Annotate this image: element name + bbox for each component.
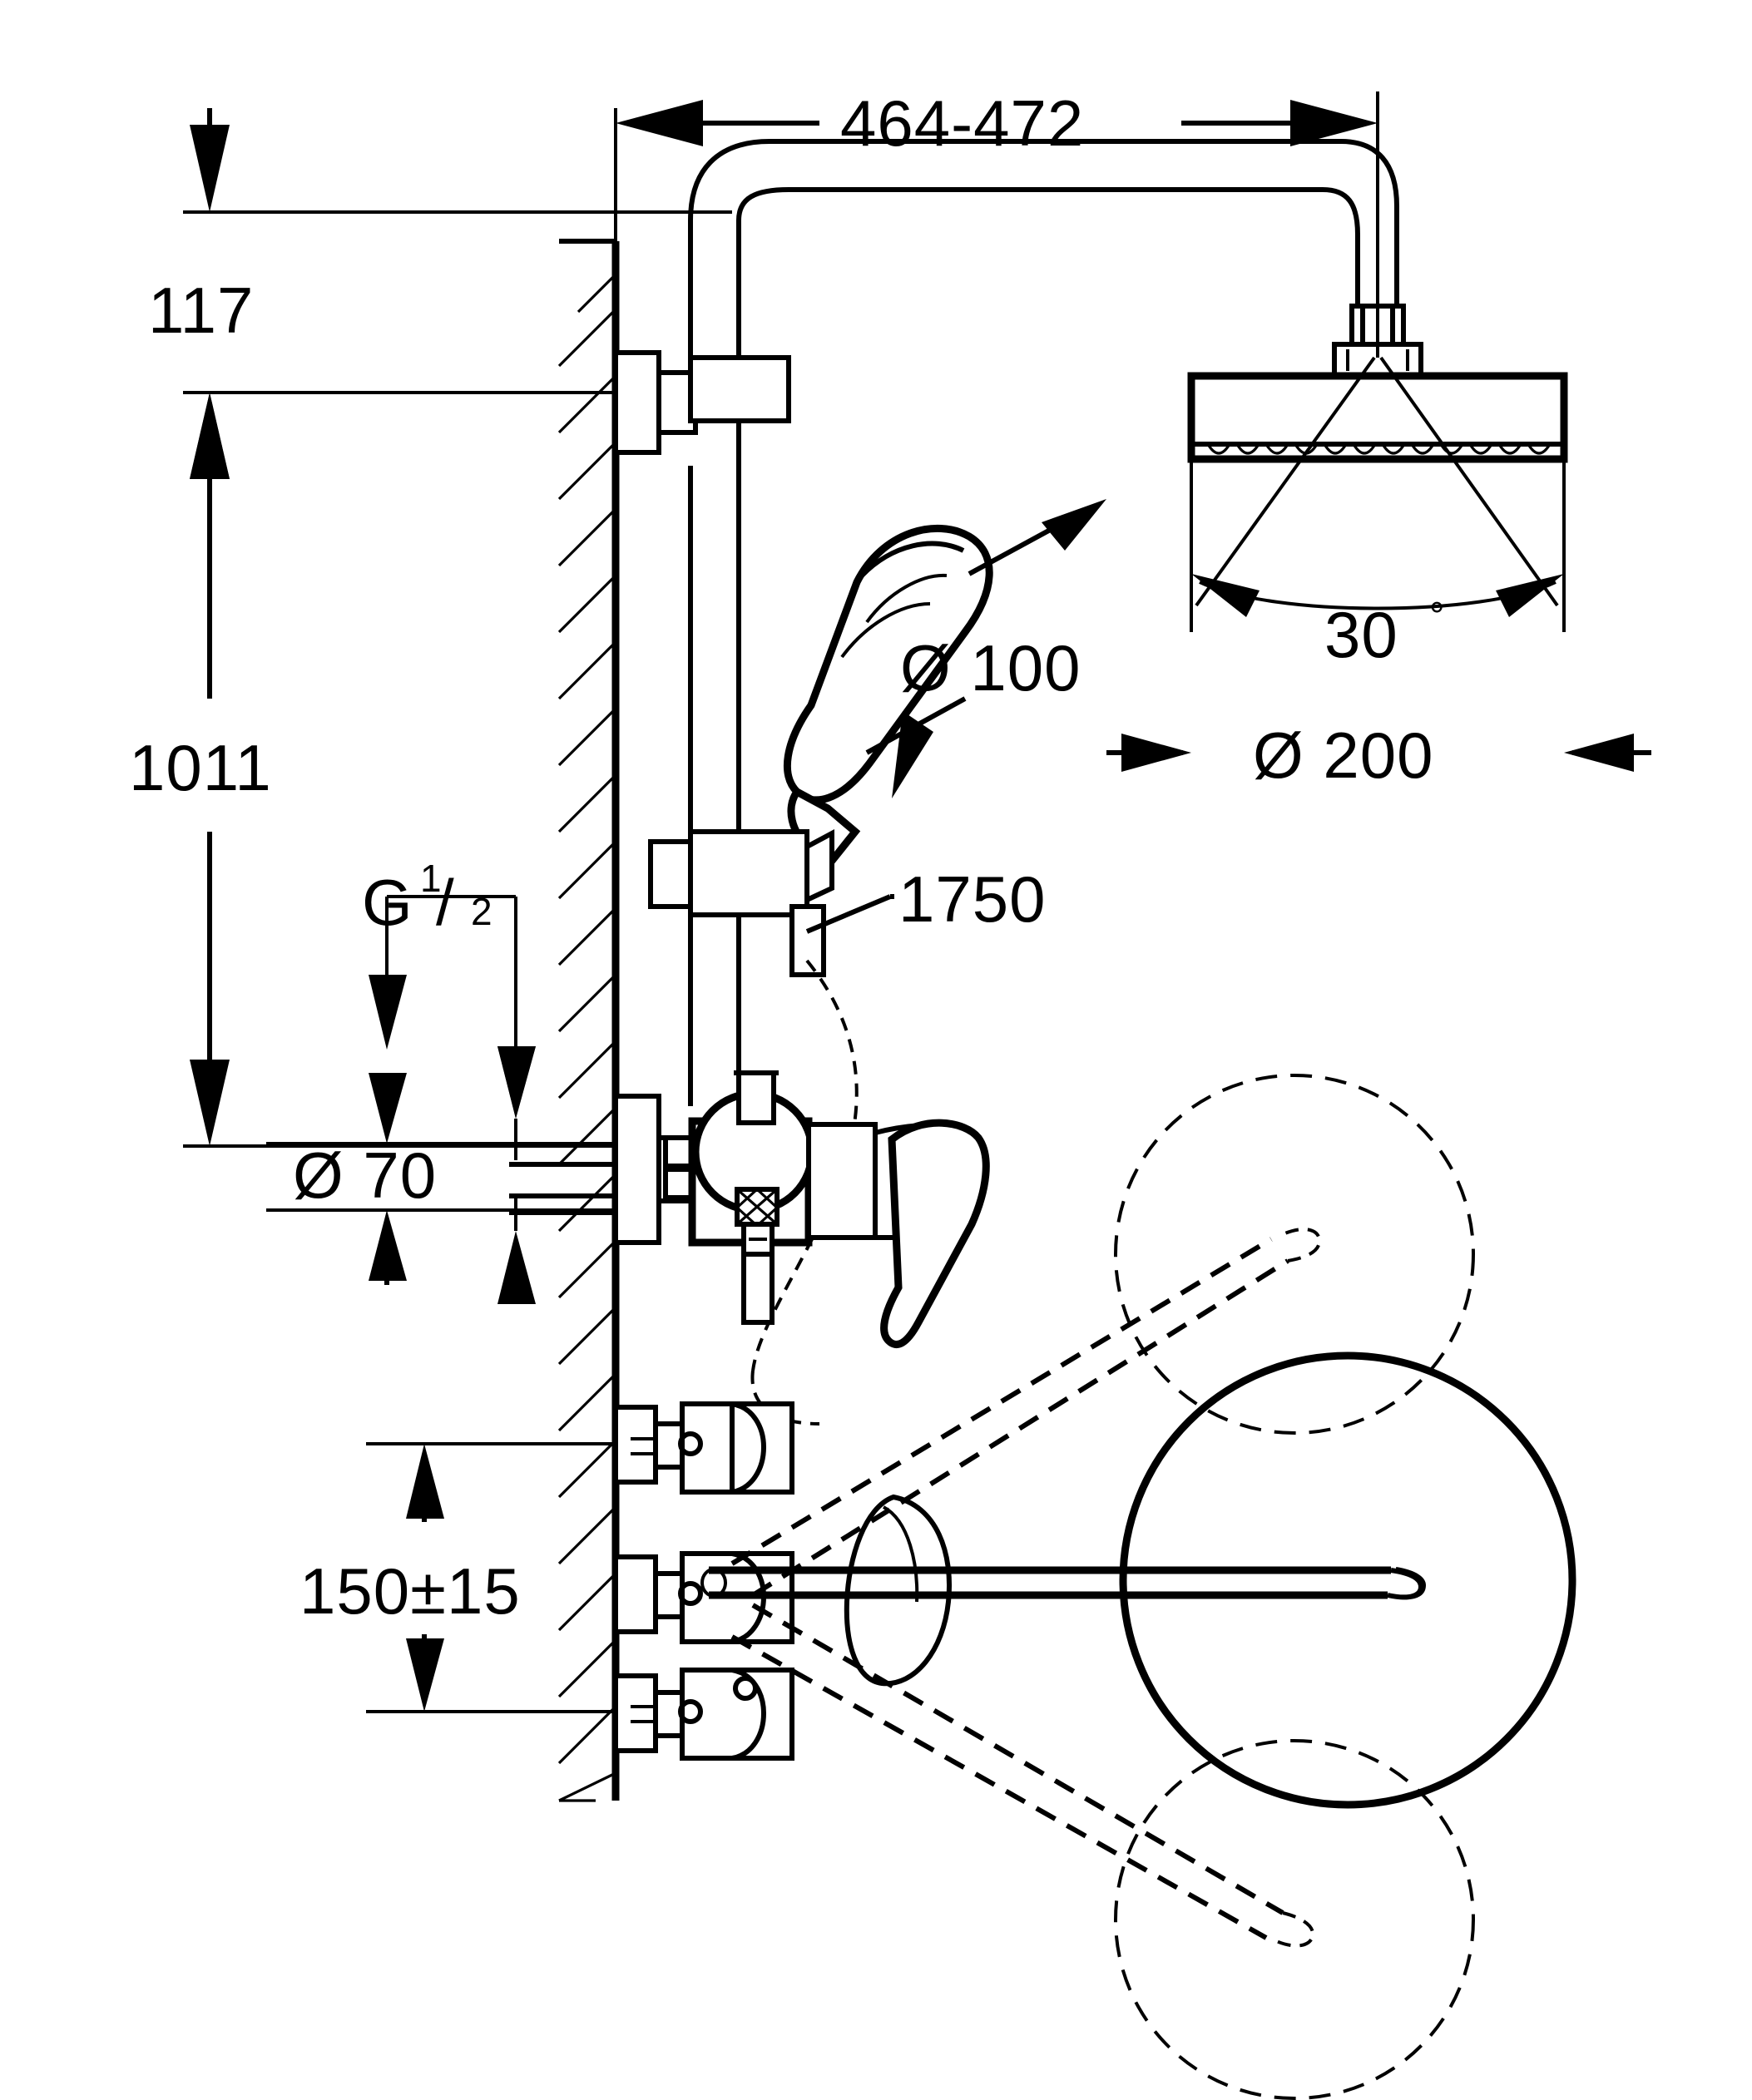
main-escutcheon-circle [1119, 1351, 1576, 1809]
spray-angle-label: 30 [1324, 598, 1398, 671]
thread-letter-label: G [362, 866, 413, 939]
dimension-riser-height-label: 1011 [129, 731, 272, 804]
installation-rod-main [700, 1566, 1427, 1600]
upper-escutcheon-circle-dashed [1114, 1074, 1475, 1435]
spray-angle-unit-label: ° [1429, 594, 1444, 637]
callout-handshower-diameter: Ø 100 [865, 499, 1106, 798]
dimension-headshower-diameter: Ø 200 [1106, 719, 1651, 792]
inlet-spacing-label: 150±15 [299, 1554, 521, 1628]
lower-inlet-connector [613, 1668, 794, 1761]
dimension-arm-reach-label: 464-472 [840, 86, 1084, 160]
upper-wall-bracket [613, 350, 791, 455]
handshower-diameter-label: Ø 100 [900, 631, 1081, 704]
dimension-escutcheon: Ø 70 [266, 1046, 616, 1304]
installation-rod-upper-dashed [730, 1228, 1322, 1598]
dimension-inlet-spacing: 150±15 [299, 1442, 616, 1713]
thread-numerator-label: 1 [420, 857, 442, 900]
wall-hatching [557, 273, 617, 1802]
hand-shower-slider-bracket [648, 829, 834, 977]
upper-inlet-connector [613, 1401, 794, 1495]
escutcheon-diameter-label: Ø 70 [293, 1139, 437, 1212]
lower-escutcheon-circle-dashed [1114, 1739, 1475, 2100]
hose-length-label: 1750 [898, 862, 1047, 936]
knurl-pattern [735, 1188, 779, 1226]
lower-installation-detail [613, 1074, 1576, 2100]
dimension-arm-reach: 464-472 [614, 86, 1379, 250]
thread-denominator-label: 2 [471, 890, 492, 933]
head-shower [1187, 91, 1568, 632]
single-lever-mixer [509, 1070, 990, 1348]
callout-hose-length: 1750 [805, 862, 1047, 936]
dimension-top-offset-label: 117 [148, 274, 254, 347]
riser-and-shower-arm [688, 139, 1399, 1106]
wall-section [557, 239, 620, 1802]
thread-slash-label: / [436, 866, 455, 939]
headshower-diameter-label: Ø 200 [1253, 719, 1433, 792]
installation-rod-lower-dashed [730, 1603, 1315, 1948]
dimension-spray-angle: 30 ° [1191, 574, 1564, 671]
